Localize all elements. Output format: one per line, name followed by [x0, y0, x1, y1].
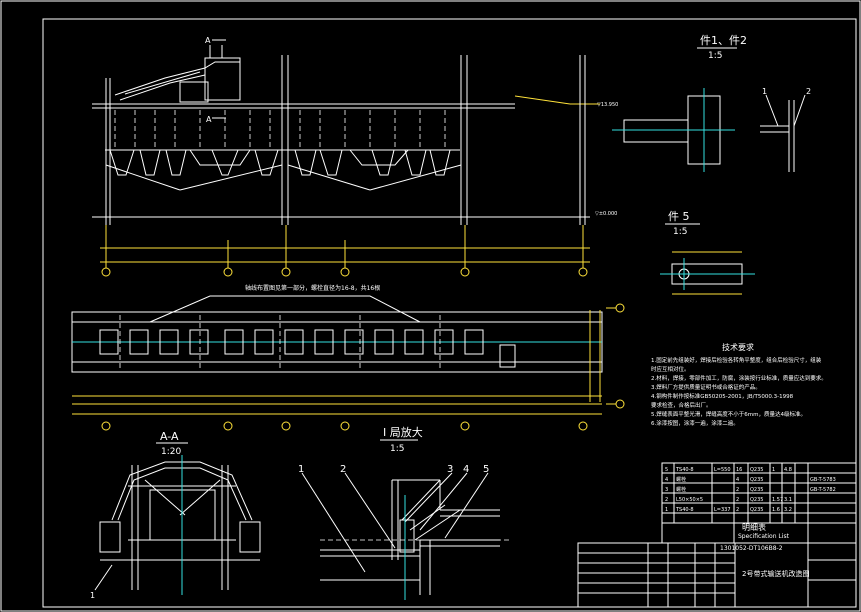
tech-req-item: 3.焊料厂方提供质量证明书或合格证的产品。	[651, 383, 761, 391]
company-subtitle: Specification List	[738, 533, 790, 540]
drawing-name: 2号带式输送机改造图	[742, 569, 809, 578]
tech-req-item: 要求检查，合格后出厂。	[651, 401, 712, 409]
parts-list: 5 TS40-8 L=550 16 Q235 1 4.8 4 螺栓 4 Q235…	[665, 467, 836, 513]
section-aa-label-1: 1	[90, 591, 95, 600]
part-1-2-view: 件1、件2 1:5 1 2	[612, 34, 811, 172]
parts-cell: 3.2	[784, 507, 792, 513]
detail-i-callout-2: 2	[340, 464, 346, 475]
parts-cell: 5	[665, 467, 668, 473]
parts-cell: 1.6	[772, 507, 780, 513]
detail-i-callout-5: 5	[483, 464, 489, 475]
parts-cell: 2	[736, 507, 739, 513]
parts-cell: L=550	[714, 467, 731, 473]
tech-req-title: 技术要求	[722, 342, 754, 352]
svg-text:▽±0.000: ▽±0.000	[595, 211, 617, 217]
parts-cell: 2	[736, 497, 739, 503]
section-aa-view: A-A 1:20 1	[90, 430, 261, 600]
plan-bolt-groups	[99, 329, 516, 368]
hopper-row	[114, 110, 446, 150]
parts-cell: GB-T-5782	[810, 487, 836, 493]
section-aa-title: A-A	[160, 430, 179, 443]
detail-i-callout-4: 4	[463, 464, 469, 475]
tech-req-item: 2.材料，焊接，零部件加工，防腐，涂装按行业标准，质量应达到要求。	[651, 374, 827, 382]
part-2-label: 2	[806, 87, 811, 96]
parts-cell: 4.8	[784, 467, 792, 473]
detail-i-title: I 局放大	[383, 425, 423, 439]
parts-cell: Q235	[750, 477, 763, 483]
section-aa-scale: 1:20	[161, 447, 181, 457]
marker-a-top: A	[205, 36, 211, 45]
parts-cell: L=337	[714, 507, 731, 513]
detail-i-view: I 局放大 1:5 1	[298, 425, 510, 600]
parts-cell: 2	[665, 497, 668, 503]
tech-req-item: 5.焊缝表面平整光滑，焊缝高度不小于6mm，质量达4级标准。	[651, 410, 806, 418]
part-5-scale: 1:5	[673, 227, 687, 237]
inner-frame	[42, 18, 857, 608]
svg-text:▽13.950: ▽13.950	[597, 102, 618, 108]
detail-i-callout-3: 3	[447, 464, 453, 475]
parts-cell: Q235	[750, 467, 763, 473]
parts-cell: TS40-8	[675, 507, 694, 513]
parts-cell: 1	[772, 467, 775, 473]
tech-req-item: 1.固定前先组装好，焊接后检验各转角平整度，组合后检验尺寸，组装	[651, 356, 822, 364]
marker-a-bottom: A	[206, 115, 212, 124]
tech-req-item: 时应互相对位。	[651, 365, 690, 373]
plan-header-note: 轴线布置图见第一部分，螺栓直径为16-8，共16根	[245, 284, 380, 292]
parts-cell: 3	[665, 487, 668, 493]
parts-cell: 2	[736, 487, 739, 493]
detail-i-scale: 1:5	[390, 444, 404, 454]
parts-cell: 1.57	[772, 497, 783, 503]
part-1-2-title: 件1、件2	[700, 34, 747, 47]
parts-cell: TS40-8	[675, 467, 694, 473]
parts-cell: 16	[736, 467, 742, 473]
technical-requirements: 技术要求 1.固定前先组装好，焊接后检验各转角平整度，组合后检验尺寸，组装 时应…	[651, 342, 827, 427]
part-5-title: 件 5	[668, 210, 690, 223]
parts-cell: 螺栓	[676, 486, 686, 493]
elevation-view: ▽13.950 ▽±0.000 A A	[92, 36, 618, 277]
part-1-label: 1	[762, 87, 767, 96]
tech-req-item: 6.涂漆按图，涂漆一遍，涂漆二遍。	[651, 419, 739, 427]
part-1-2-scale: 1:5	[708, 51, 722, 61]
company-name: 明细表	[742, 522, 766, 532]
parts-cell: 螺栓	[676, 476, 686, 483]
detail-i-callout-1: 1	[298, 464, 304, 475]
drawing-number: 1301052-DT106B8-2	[720, 545, 783, 552]
parts-cell: 1	[665, 507, 668, 513]
title-block: 5 TS40-8 L=550 16 Q235 1 4.8 4 螺栓 4 Q235…	[577, 462, 857, 608]
parts-cell: Q235	[750, 507, 763, 513]
part-5-view: 件 5 1:5	[660, 210, 755, 295]
parts-cell: 4	[665, 477, 668, 483]
parts-cell: GB-T-5783	[810, 477, 836, 483]
parts-cell: L50×50×5	[676, 497, 703, 503]
parts-cell: 3.1	[784, 497, 792, 503]
parts-cell: 4	[736, 477, 739, 483]
tech-req-item: 4.钢构件制作按标准GB50205-2001，JB/T5000.3-1998	[651, 392, 794, 400]
parts-cell: Q235	[750, 497, 763, 503]
plan-view: 轴线布置图见第一部分，螺栓直径为16-8，共16根	[71, 284, 625, 431]
parts-cell: Q235	[750, 487, 763, 493]
